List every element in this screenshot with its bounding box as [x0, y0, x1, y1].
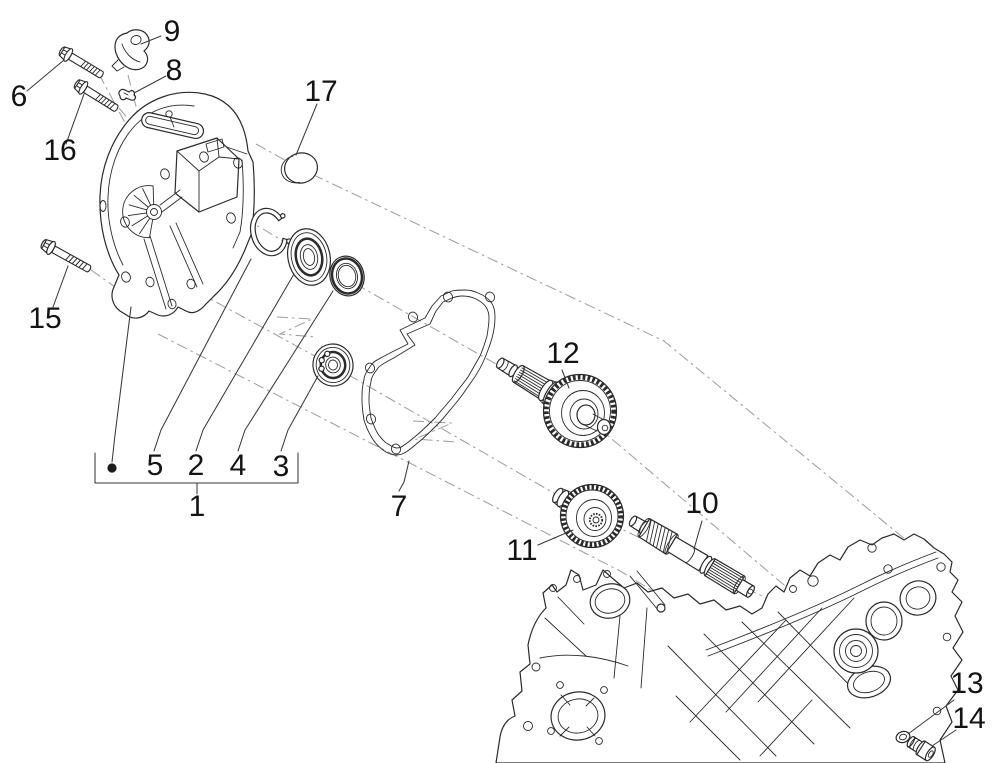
callout-8: 8	[165, 54, 183, 87]
sealing-washer-drawing	[895, 730, 911, 744]
callout-10: 10	[685, 487, 719, 520]
group-dot	[107, 463, 117, 473]
callout-1: 1	[188, 490, 206, 523]
retaining-clip-drawing	[118, 88, 137, 101]
callout-13: 13	[950, 667, 984, 700]
callout-17: 17	[304, 75, 338, 108]
callout-11: 11	[506, 534, 538, 567]
oil-seal-drawing	[329, 255, 365, 297]
transmission-cover	[99, 91, 255, 319]
callout-4: 4	[229, 449, 247, 482]
bracket-drawing	[111, 29, 150, 72]
bolt-6-drawing	[56, 43, 107, 83]
leader-lines	[26, 35, 957, 747]
crankcase	[495, 533, 964, 763]
callout-12: 12	[546, 337, 580, 370]
drain-plug-drawing	[906, 735, 936, 762]
callout-2: 2	[187, 449, 205, 482]
bolt-16-drawing	[71, 76, 122, 116]
callout-3: 3	[272, 450, 290, 483]
cover-gasket	[361, 289, 496, 456]
callout-15: 15	[28, 302, 62, 335]
callout-7: 7	[390, 490, 408, 523]
input-gear-shaft-drawing	[495, 357, 618, 449]
bearing-small-drawing	[312, 343, 354, 387]
cap-drawing	[280, 152, 319, 184]
callout-9: 9	[163, 15, 181, 48]
bearing-large-drawing	[287, 228, 331, 286]
output-shaft-drawing	[628, 515, 756, 598]
driven-gear-drawing	[552, 483, 625, 549]
callout-14: 14	[952, 702, 986, 735]
callout-16: 16	[43, 134, 77, 167]
group-bracket	[94, 452, 299, 495]
callout-6: 6	[10, 80, 28, 113]
callout-5: 5	[146, 449, 164, 482]
